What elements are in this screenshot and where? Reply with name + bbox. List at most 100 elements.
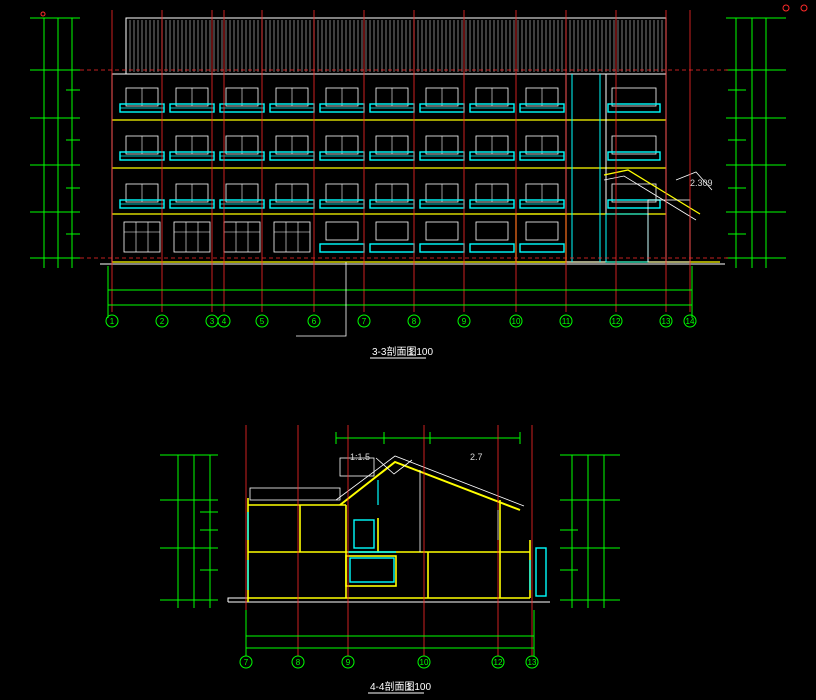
window — [469, 135, 515, 161]
axis-bubble: 3 — [205, 314, 219, 328]
section-3-3-title: 3-3剖面图 1:100 — [370, 345, 433, 359]
left-dimension-chain — [30, 17, 80, 268]
axis-label: 5 — [260, 317, 265, 326]
window — [319, 135, 365, 161]
window — [119, 135, 165, 161]
window — [219, 183, 265, 209]
section-structure — [227, 498, 550, 603]
axis-label: 3 — [210, 317, 215, 326]
axis-bubble: 5 — [255, 314, 269, 328]
section-scale-44: 1:100 — [406, 682, 431, 693]
axis-bubble: 8 — [407, 314, 421, 328]
window — [369, 87, 415, 113]
grid-axis-lines-44 — [245, 425, 533, 656]
right-dimension-chain-44 — [560, 454, 620, 608]
axis-label: 12 — [494, 658, 503, 667]
top-dimensions — [335, 432, 521, 444]
axis-bubble: 12 — [609, 314, 623, 328]
window — [269, 135, 315, 161]
axis-label: 7 — [362, 317, 367, 326]
window-ground — [519, 221, 565, 253]
axis-label: 7 — [244, 658, 249, 667]
axis-bubble: 1 — [105, 314, 119, 328]
axis-bubble: 9 — [457, 314, 471, 328]
window — [419, 183, 465, 209]
section-4-4-title: 4-4剖面图 1:100 — [368, 680, 431, 694]
section-scale: 1:100 — [408, 347, 433, 358]
axis-bubbles-44: 7 8 9 10 12 13 — [239, 655, 539, 669]
window — [319, 87, 365, 113]
axis-bubble: 7 — [357, 314, 371, 328]
window — [319, 183, 365, 209]
bottom-dimensions-44 — [245, 610, 535, 656]
window — [269, 87, 315, 113]
window — [119, 87, 165, 113]
axis-label: 12 — [612, 317, 621, 326]
window — [419, 87, 465, 113]
axis-bubble: 11 — [559, 314, 573, 328]
axis-bubble: 7 — [239, 655, 253, 669]
grid-axis-lines — [111, 10, 691, 312]
window — [219, 87, 265, 113]
axis-bubble: 10 — [509, 314, 523, 328]
window — [269, 183, 315, 209]
section-4-4: 7 8 9 10 12 13 1:1.5 2.7 4-4剖面图 1:100 — [160, 425, 620, 694]
window — [219, 135, 265, 161]
roof — [125, 17, 667, 75]
window — [519, 183, 565, 209]
slope-label-left: 1:1.5 — [350, 452, 370, 462]
axis-bubble: 2 — [155, 314, 169, 328]
slope-label-right: 2.7 — [470, 452, 483, 462]
window — [369, 183, 415, 209]
section-title-44: 4-4剖面图 — [370, 680, 414, 693]
level-markers — [80, 69, 730, 259]
axis-label: 10 — [420, 658, 429, 667]
corner-markers — [40, 4, 808, 17]
window-grid — [119, 87, 661, 253]
floor-lines — [112, 119, 720, 263]
window — [469, 87, 515, 113]
window-ground — [469, 221, 515, 253]
axis-label: 8 — [412, 317, 417, 326]
axis-label: 1 — [110, 317, 115, 326]
axis-bubble: 13 — [659, 314, 673, 328]
axis-label: 11 — [562, 317, 571, 326]
window-ground — [123, 221, 161, 253]
axis-bubble: 4 — [217, 314, 231, 328]
window — [607, 183, 661, 209]
window — [169, 183, 215, 209]
axis-label: 14 — [686, 317, 695, 326]
window — [369, 135, 415, 161]
left-dimension-chain-44 — [160, 454, 218, 608]
window — [519, 135, 565, 161]
window — [607, 87, 661, 113]
axis-bubble: 10 — [417, 655, 431, 669]
window — [169, 87, 215, 113]
window-ground — [319, 221, 365, 253]
axis-label: 2 — [160, 317, 165, 326]
right-dimension-chain — [726, 17, 786, 268]
axis-label: 9 — [346, 658, 351, 667]
leader-line — [296, 262, 347, 337]
axis-label: 10 — [512, 317, 521, 326]
axis-label: 13 — [662, 317, 671, 326]
window-ground — [419, 221, 465, 253]
right-note: 2.309 — [690, 178, 713, 188]
window — [519, 87, 565, 113]
axis-bubble: 13 — [525, 655, 539, 669]
window — [469, 183, 515, 209]
axis-label: 8 — [296, 658, 301, 667]
window — [119, 183, 165, 209]
axis-bubble: 6 — [307, 314, 321, 328]
window-ground — [369, 221, 415, 253]
window-ground — [173, 221, 211, 253]
axis-label: 9 — [462, 317, 467, 326]
axis-label: 13 — [528, 658, 537, 667]
section-roofs — [249, 455, 525, 552]
axis-bubble: 12 — [491, 655, 505, 669]
bottom-dimensions — [107, 266, 693, 318]
section-title: 3-3剖面图 — [372, 345, 416, 358]
